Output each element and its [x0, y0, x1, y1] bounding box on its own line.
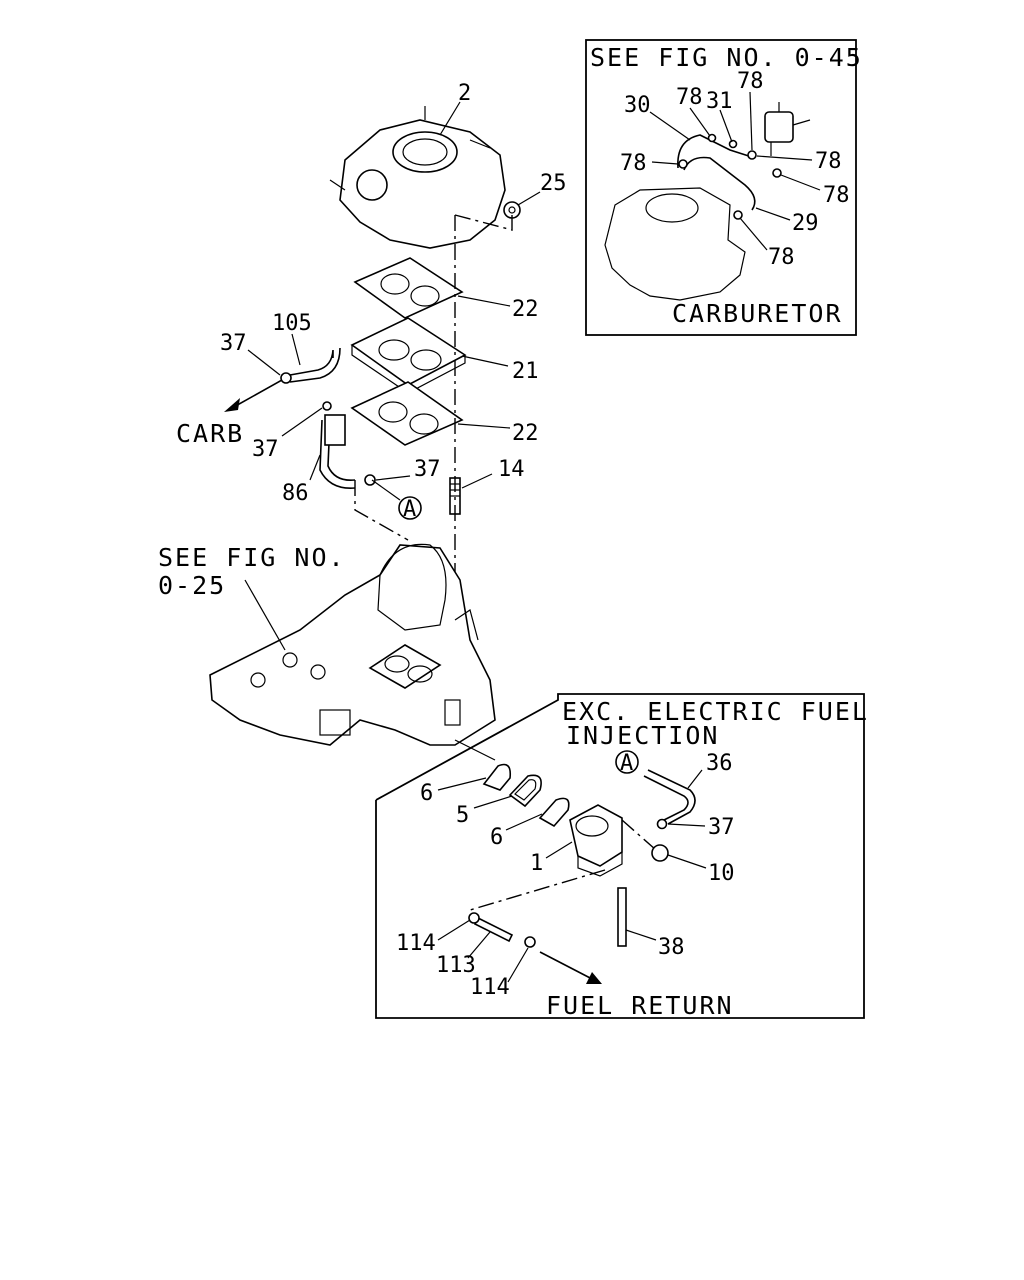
- see-fig-0-25-line1: SEE FIG NO.: [158, 543, 346, 572]
- callout-37-right: 37: [414, 457, 441, 482]
- inset-clip: [747, 150, 757, 160]
- callout-21: 21: [512, 359, 539, 384]
- gasket-6-a: [482, 763, 512, 791]
- carburetor-assembly: [329, 106, 506, 249]
- inset-bottom-title-line2: INJECTION: [566, 721, 719, 750]
- inset-see-fig-0-45: SEE FIG NO. 0-45 CARBURETOR 30 78 31 78: [585, 39, 863, 336]
- inset-throttle-bore: [645, 193, 699, 223]
- inset-top-callout-30: 30: [624, 93, 651, 118]
- clip-37-bottom: [656, 818, 668, 830]
- inset-carburetor-body: [604, 187, 746, 301]
- inset-bottom-callout-1: 1: [530, 851, 543, 876]
- inset-top-caption: CARBURETOR: [672, 299, 843, 328]
- carburetor: [339, 119, 506, 249]
- fitting-86: [324, 414, 346, 446]
- inset-exc-electric-fuel-injection: EXC. ELECTRIC FUEL INJECTION FUEL RETURN: [375, 693, 869, 1020]
- gasket-6-b: [538, 797, 570, 828]
- intake-manifold: [209, 543, 496, 746]
- inset-bottom-callout-6a: 6: [420, 781, 433, 806]
- inset-top-callout-78: 78: [737, 69, 764, 94]
- inset-bottom-callout-37: 37: [708, 815, 735, 840]
- carburetor-throat: [392, 131, 458, 173]
- choke-housing: [356, 169, 388, 201]
- ref-marker-a: [398, 496, 422, 520]
- pipe-36: [647, 769, 696, 825]
- inset-bottom-callout-113: 113: [436, 953, 476, 978]
- inset-clip: [733, 210, 743, 220]
- see-fig-leader: [244, 579, 286, 651]
- inset-bottom-callout-38: 38: [658, 935, 685, 960]
- rod-38: [617, 887, 627, 947]
- inset-bottom-callout-114b: 114: [470, 975, 510, 1000]
- clip-114-a: [468, 912, 480, 924]
- inset-top-callout-78: 78: [815, 149, 842, 174]
- inset-clip: [772, 168, 782, 178]
- inset-top-callout-78: 78: [620, 151, 647, 176]
- inset-bottom-callout-6b: 6: [490, 825, 503, 850]
- inset-clip: [678, 159, 688, 169]
- callout-14: 14: [498, 457, 525, 482]
- inset-top-callout-31: 31: [706, 89, 733, 114]
- gasket-5: [508, 774, 542, 808]
- nut-10: [651, 844, 669, 862]
- gasket-22-upper: [353, 257, 464, 319]
- inset-top-title: SEE FIG NO. 0-45: [590, 43, 863, 72]
- inset-top-frame: [585, 39, 857, 336]
- inset-valve: [764, 111, 794, 143]
- callout-105: 105: [272, 311, 312, 336]
- inset-clip: [728, 139, 738, 149]
- inset-bottom-callout-5: 5: [456, 803, 469, 828]
- hose-113: [473, 916, 514, 943]
- clip-37: [280, 372, 292, 384]
- hose-86: [319, 419, 356, 489]
- clip-114-b: [524, 936, 536, 948]
- inset-hose-29: [683, 156, 756, 211]
- gasket-22-lower: [350, 381, 464, 446]
- see-fig-0-25-line2: 0-25: [158, 571, 226, 600]
- ref-marker-a-label: A: [403, 497, 416, 522]
- callout-25: 25: [540, 171, 567, 196]
- callout-22-upper: 22: [512, 297, 539, 322]
- inset-bottom-frame: [375, 693, 865, 1019]
- inset-hose-30: [677, 134, 756, 169]
- inset-bottom-title-line1: EXC. ELECTRIC FUEL: [562, 697, 869, 726]
- inset-bottom-callout-10: 10: [708, 861, 735, 886]
- callout-2: 2: [458, 81, 471, 106]
- inset-bottom-callout-36: 36: [706, 751, 733, 776]
- fuel-pump: [569, 804, 623, 877]
- inset-bottom-caption: FUEL RETURN: [546, 991, 734, 1020]
- callout-22-lower: 22: [512, 421, 539, 446]
- inset-clip: [707, 133, 717, 143]
- inset-top-callout-78: 78: [823, 183, 850, 208]
- carb-arrow: [231, 379, 283, 409]
- inset-top-callout-78: 78: [768, 245, 795, 270]
- ref-marker-a-bottom: [615, 750, 639, 774]
- inset-bottom-callout-114a: 114: [396, 931, 436, 956]
- clip-37: [322, 401, 332, 411]
- carb-arrow-label: CARB: [176, 419, 244, 448]
- callout-86: 86: [282, 481, 309, 506]
- callout-37-left: 37: [252, 437, 279, 462]
- inset-top-callout-78: 78: [676, 85, 703, 110]
- hose-105: [289, 349, 334, 376]
- inset-top-callout-29: 29: [792, 211, 819, 236]
- clip-37: [364, 474, 376, 486]
- ref-marker-a-bottom-label: A: [620, 751, 633, 776]
- callout-37-carb: 37: [220, 331, 247, 356]
- fuel-return-arrow: [539, 951, 595, 981]
